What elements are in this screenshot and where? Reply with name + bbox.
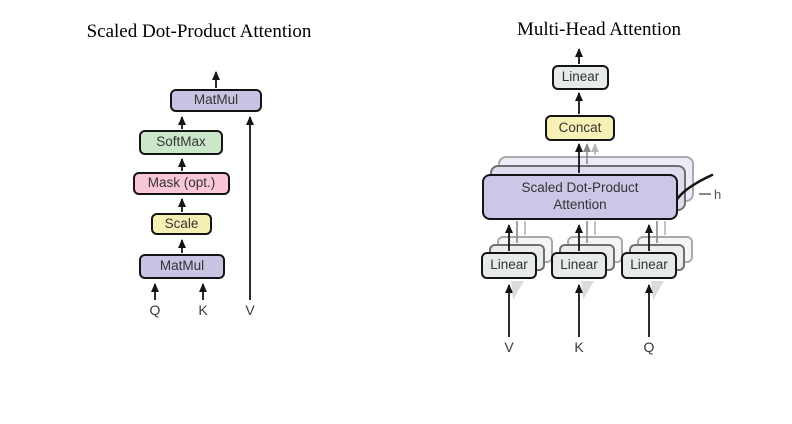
mask-box: Mask (opt.): [133, 172, 230, 195]
ghost-fan-v: [511, 281, 524, 300]
right-input-q-label: Q: [643, 339, 655, 355]
heads-count-label: h: [714, 187, 722, 202]
linear-top-box: Linear: [552, 65, 609, 90]
right-title: Multi-Head Attention: [516, 19, 682, 40]
left-input-v-label: V: [245, 302, 255, 318]
linear-q-box: Linear: [621, 252, 677, 279]
left-title: Scaled Dot-Product Attention: [86, 21, 312, 42]
matmul-bottom-box: MatMul: [139, 254, 225, 279]
matmul-top-box: MatMul: [170, 89, 262, 112]
right-input-v-label: V: [504, 339, 514, 355]
ghost-fan-q: [651, 281, 664, 300]
left-input-k-label: K: [198, 302, 208, 318]
ghost-fan-k: [581, 281, 594, 300]
right-input-k-label: K: [574, 339, 584, 355]
linear-v-box: Linear: [481, 252, 537, 279]
sdpa-box-label: Scaled Dot-Product Attention: [521, 180, 639, 212]
concat-box: Concat: [545, 115, 615, 141]
scale-box: Scale: [151, 213, 212, 235]
sdpa-box: Scaled Dot-Product Attention: [482, 174, 678, 220]
softmax-box: SoftMax: [139, 130, 223, 155]
left-input-q-label: Q: [149, 302, 161, 318]
linear-k-box: Linear: [551, 252, 607, 279]
